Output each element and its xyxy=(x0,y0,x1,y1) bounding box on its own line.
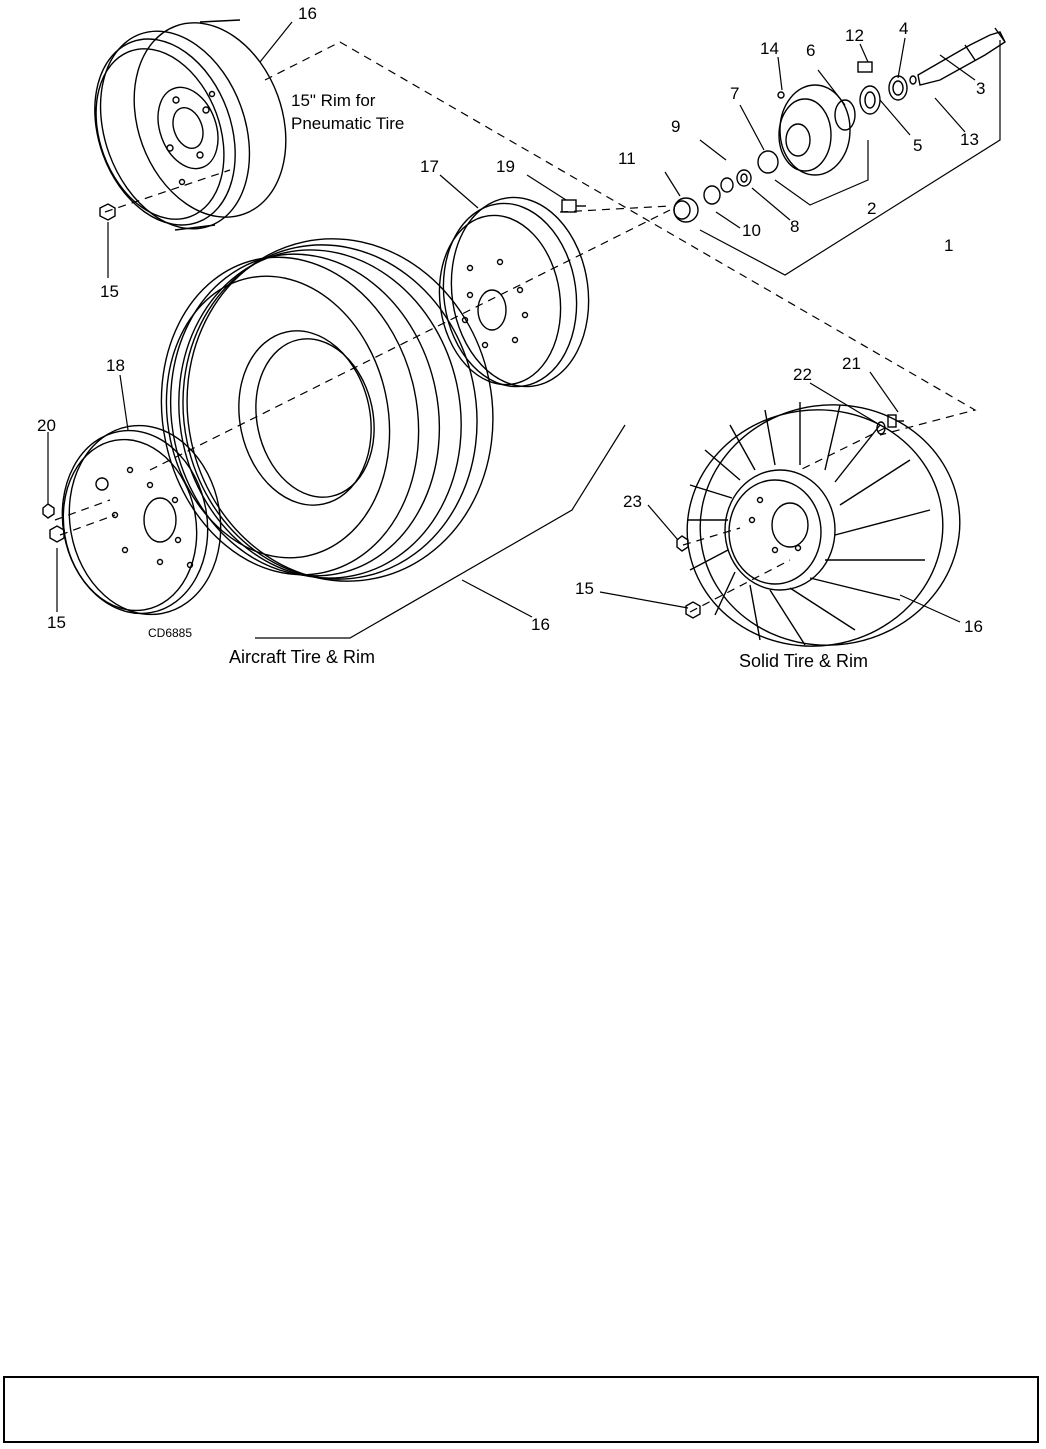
callout-10: 10 xyxy=(742,221,761,240)
callout-18: 18 xyxy=(106,356,125,375)
exploded-parts-diagram xyxy=(42,19,1006,647)
caption-rim-pneumatic-line1: 15" Rim for xyxy=(291,91,376,110)
callout-15-top: 15 xyxy=(100,282,119,301)
nut-15-right xyxy=(685,601,701,619)
callout-21: 21 xyxy=(842,354,861,373)
rim-half-inner xyxy=(61,424,222,616)
callout-4: 4 xyxy=(899,19,909,38)
callout-2: 2 xyxy=(867,199,877,218)
assembly-dashed-lines xyxy=(54,41,977,613)
callout-16-right: 16 xyxy=(964,617,983,636)
drawing-code: CD6885 xyxy=(148,626,193,640)
nut-23 xyxy=(676,535,689,552)
callout-8: 8 xyxy=(790,217,800,236)
callout-22: 22 xyxy=(793,365,812,384)
bolt-19 xyxy=(561,199,586,213)
rim-half-outer xyxy=(438,196,590,388)
callout-11: 11 xyxy=(618,149,636,168)
aircraft-tire xyxy=(160,238,494,582)
callout-12: 12 xyxy=(845,26,864,45)
callout-15-right: 15 xyxy=(575,579,594,598)
hub-assembly xyxy=(673,27,1006,223)
callout-5: 5 xyxy=(913,136,923,155)
callout-9: 9 xyxy=(671,117,681,136)
callout-16-mid: 16 xyxy=(531,615,550,634)
callout-16-top: 16 xyxy=(298,4,317,23)
solid-tire xyxy=(686,402,961,647)
pneumatic-rim xyxy=(94,19,287,231)
callout-20: 20 xyxy=(37,416,56,435)
caption-aircraft-tire: Aircraft Tire & Rim xyxy=(229,647,376,667)
caption-rim-pneumatic-line2: Pneumatic Tire xyxy=(291,114,405,133)
caption-solid-tire: Solid Tire & Rim xyxy=(739,651,869,671)
callout-3: 3 xyxy=(976,79,986,98)
callout-13: 13 xyxy=(960,130,979,149)
lug-nut-top xyxy=(99,203,116,221)
callout-19: 19 xyxy=(496,157,515,176)
bolt-21 xyxy=(887,414,904,428)
callout-7: 7 xyxy=(730,84,740,103)
callout-23: 23 xyxy=(623,492,642,511)
callout-15-left: 15 xyxy=(47,613,66,632)
callout-14: 14 xyxy=(760,39,779,58)
leader-lines xyxy=(47,21,1001,639)
callout-6: 6 xyxy=(806,41,816,60)
callout-17: 17 xyxy=(420,157,439,176)
nut-20 xyxy=(42,503,55,519)
footer-box xyxy=(3,1376,1039,1443)
nut-15-left xyxy=(49,525,65,543)
washer-22 xyxy=(876,421,886,435)
callout-1: 1 xyxy=(944,236,954,255)
